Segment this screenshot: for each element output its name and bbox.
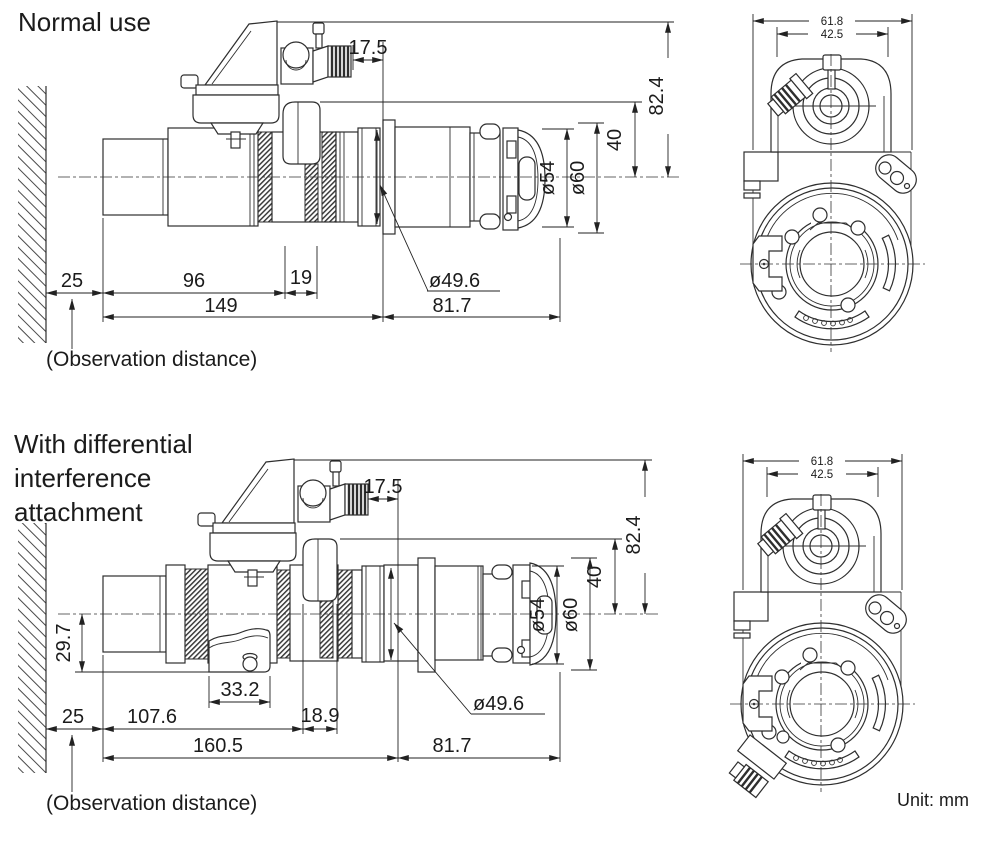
front-dim-inner: 42.5	[811, 469, 833, 481]
dim-block: 18.9	[301, 705, 340, 727]
bayonet-slot	[518, 156, 536, 201]
lower-knob	[728, 761, 770, 799]
observation-distance-label: (Observation distance)	[46, 792, 257, 815]
clamp-screw	[491, 647, 513, 663]
dim-dia54: ø54	[537, 161, 559, 195]
normal-use-dimensions: 17.5 82.4 40 ø54 ø60 ø49.6 25 96 19 149 …	[45, 21, 674, 371]
normal-use-front-view	[738, 52, 927, 354]
clamp-screw	[491, 564, 513, 580]
dim-rear: 81.7	[433, 295, 472, 317]
dim-body: 160.5	[193, 735, 243, 757]
prism-housing	[220, 458, 295, 524]
dim-drop: 29.7	[53, 624, 75, 663]
prism-housing	[203, 20, 278, 86]
dic-title-line-2: interference	[14, 463, 151, 493]
thumb-screw	[242, 656, 258, 672]
wall-hatch	[18, 523, 46, 773]
dim-rear: 81.7	[433, 735, 472, 757]
front-dim-outer: 61.8	[821, 16, 843, 28]
dim-dia60: ø60	[567, 161, 589, 195]
dic-title-line-1: With differential	[14, 429, 193, 459]
dim-overall-height: 82.4	[623, 516, 645, 555]
dic-front-extras	[728, 730, 790, 799]
dim-body: 149	[204, 295, 237, 317]
bayonet-slot	[536, 595, 553, 635]
observation-distance-label: (Observation distance)	[46, 348, 257, 371]
normal-use-title: Normal use	[18, 7, 151, 37]
normal-front-dimensions: 61.8 42.5	[752, 13, 913, 150]
clamp-screw	[479, 213, 501, 230]
dim-wall-gap: 25	[62, 706, 84, 728]
side-knob	[180, 74, 199, 89]
dim-dia54: ø54	[527, 598, 549, 632]
wall-hatch	[18, 86, 46, 343]
dim-attachment: 33.2	[221, 679, 260, 701]
clamp-screw	[479, 123, 501, 140]
dim-front: 96	[183, 270, 205, 292]
front-dim-inner: 42.5	[821, 29, 843, 41]
lower-tab	[736, 734, 788, 780]
dim-mount-height: 40	[584, 566, 606, 588]
unit-label: Unit: mm	[897, 790, 969, 810]
normal-use-side-view	[18, 20, 682, 343]
front-dim-outer: 61.8	[811, 456, 833, 468]
dim-mount-height: 40	[604, 129, 626, 151]
focus-block	[282, 101, 321, 165]
side-knob	[197, 512, 216, 527]
dim-wall-gap: 25	[61, 270, 83, 292]
front-lens-barrel	[102, 575, 167, 653]
dim-dia496: ø49.6	[429, 270, 480, 292]
dim-eyepiece: 17.5	[349, 37, 388, 59]
dic-side-view	[18, 458, 658, 773]
dic-dimensions: 17.5 82.4 40 ø54 ø60 ø49.6 29.7 33.2 25 …	[45, 459, 652, 815]
focus-block	[302, 538, 338, 602]
dic-front-dimensions: 61.8 42.5	[742, 453, 903, 590]
dim-block: 19	[290, 267, 312, 289]
dim-dia60: ø60	[560, 598, 582, 632]
dic-title-line-3: attachment	[14, 497, 143, 527]
dim-eyepiece: 17.5	[364, 476, 403, 498]
dim-overall-height: 82.4	[646, 77, 668, 116]
focus-wheel	[299, 479, 327, 507]
focus-wheel	[282, 41, 310, 69]
dim-front: 107.6	[127, 706, 177, 728]
knurled-ring	[304, 163, 319, 223]
dim-dia496: ø49.6	[473, 693, 524, 715]
knurled-ring	[319, 600, 334, 659]
